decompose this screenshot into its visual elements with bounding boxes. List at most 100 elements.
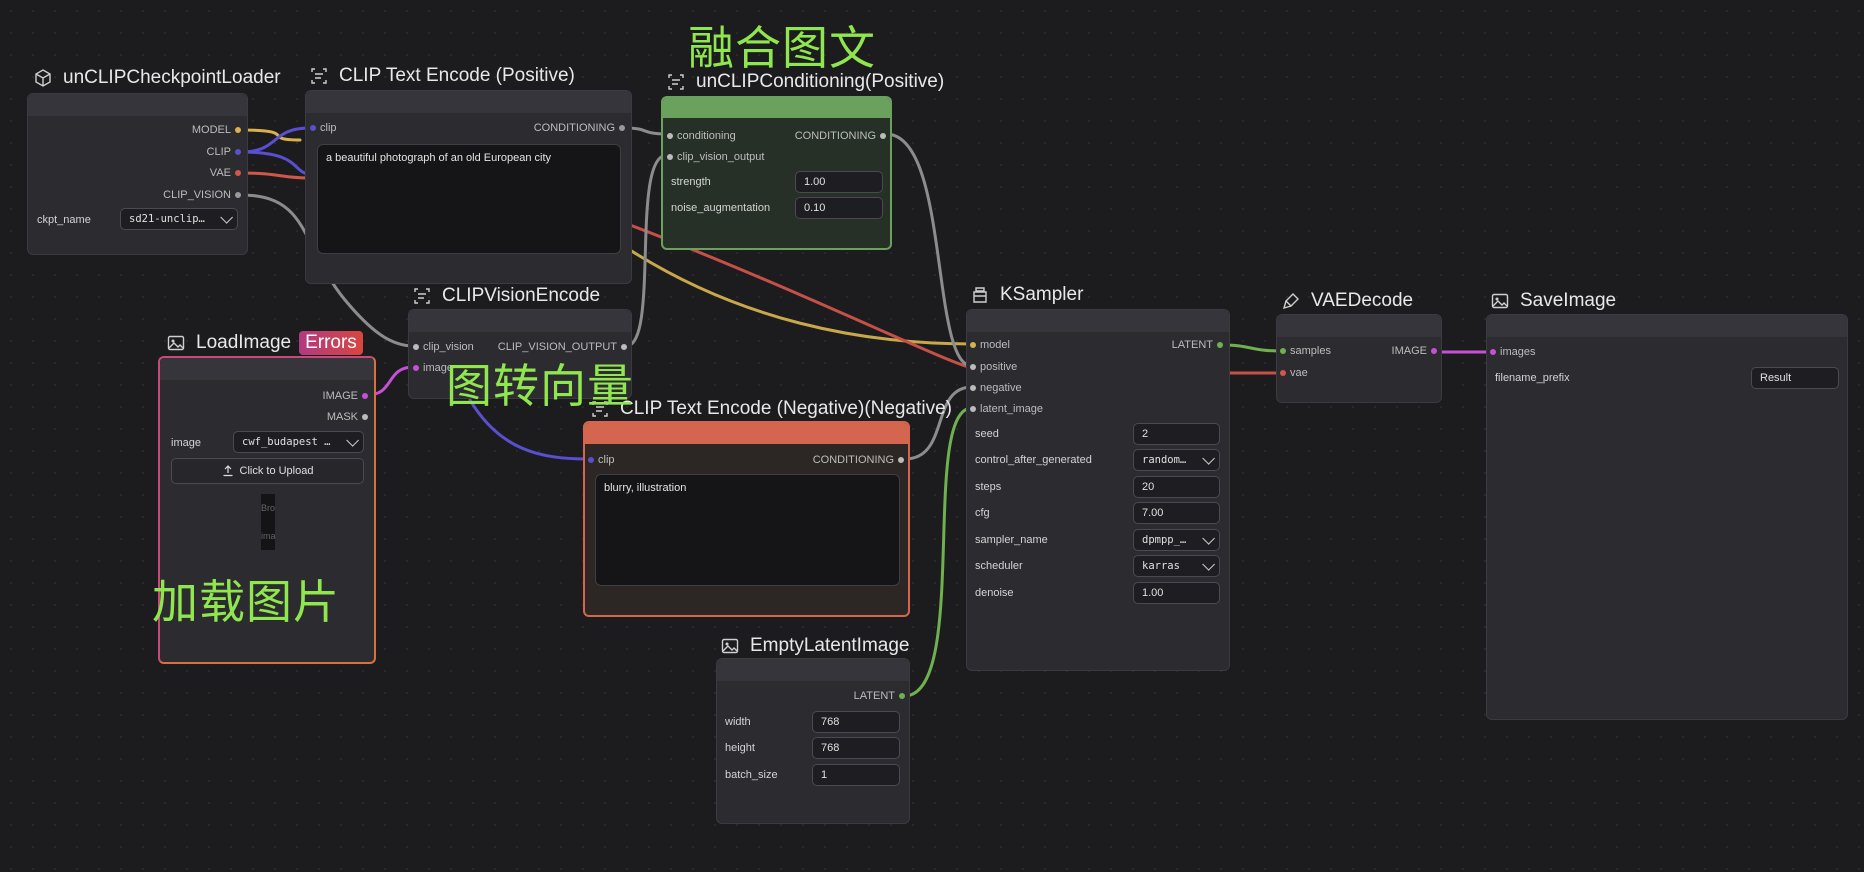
seed-input[interactable]: 2 <box>1133 423 1220 445</box>
scheduler-label: scheduler <box>975 560 1023 572</box>
height-label: height <box>725 742 755 754</box>
node-checkpoint-loader[interactable]: MODEL CLIP VAE CLIP_VISION ckpt_name sd2… <box>27 93 248 255</box>
node-title-text: SaveImage <box>1520 290 1617 311</box>
output-conditioning[interactable]: CONDITIONING <box>534 122 625 134</box>
input-positive[interactable]: positive <box>970 361 1017 373</box>
node-header <box>160 358 374 380</box>
node-clip-vision-encode[interactable]: clip_vision image CLIP_VISION_OUTPUT <box>408 309 632 399</box>
node-header <box>585 423 908 444</box>
output-conditioning[interactable]: CONDITIONING <box>813 454 904 466</box>
wire-cond-to-ksampler <box>884 132 974 368</box>
ckpt-name-select[interactable]: sd21-unclip… <box>120 208 238 230</box>
upload-icon <box>223 465 232 477</box>
node-title-save-image[interactable]: SaveImage <box>1490 290 1616 312</box>
output-image[interactable]: IMAGE <box>1392 345 1437 357</box>
sampler-name-select[interactable]: dpmpp_… <box>1133 529 1220 551</box>
image-select[interactable]: cwf_budapest … <box>233 431 364 453</box>
noise-augmentation-input[interactable]: 0.10 <box>795 197 883 219</box>
node-title-unclip-conditioning[interactable]: unCLIPConditioning(Positive) <box>666 71 944 93</box>
node-unclip-conditioning[interactable]: conditioning clip_vision_output CONDITIO… <box>661 96 892 250</box>
node-title-clip-vision-encode[interactable]: CLIPVisionEncode <box>412 285 600 307</box>
image-label: image <box>171 437 201 449</box>
output-latent[interactable]: LATENT <box>854 690 905 702</box>
node-title-clip-negative[interactable]: CLIP Text Encode (Negative)(Negative) <box>590 398 952 420</box>
output-conditioning[interactable]: CONDITIONING <box>795 130 886 142</box>
output-vae[interactable]: VAE <box>210 167 241 179</box>
node-header <box>717 659 909 681</box>
prompt-textarea[interactable]: blurry, illustration <box>595 474 900 586</box>
node-clip-negative[interactable]: clip CONDITIONING blurry, illustration <box>583 421 910 617</box>
wire-clip-pos <box>239 126 312 154</box>
node-title-text: CLIP Text Encode (Positive) <box>339 65 575 86</box>
output-latent[interactable]: LATENT <box>1172 339 1223 351</box>
chevron-down-icon <box>220 210 233 224</box>
denoise-input[interactable]: 1.00 <box>1133 582 1220 604</box>
node-clip-positive[interactable]: clip CONDITIONING a beautiful photograph… <box>305 90 632 284</box>
input-images[interactable]: images <box>1490 346 1535 358</box>
input-image[interactable]: image <box>413 362 453 374</box>
filename-prefix-label: filename_prefix <box>1495 372 1570 384</box>
node-vae-decode[interactable]: samples vae IMAGE <box>1276 314 1442 403</box>
text-encode-icon <box>414 288 430 304</box>
node-title-load-image[interactable]: LoadImage Errors <box>166 331 363 355</box>
annotation-load: 加载图片 <box>152 576 340 628</box>
input-latent-image[interactable]: latent_image <box>970 403 1043 415</box>
input-clip[interactable]: clip <box>310 122 337 134</box>
output-image[interactable]: IMAGE <box>323 390 368 402</box>
input-clip-vision-output[interactable]: clip_vision_output <box>667 151 764 163</box>
node-title-text: CLIP Text Encode (Negative)(Negative) <box>620 398 952 419</box>
control-after-generated-select[interactable]: random… <box>1133 449 1220 471</box>
input-vae[interactable]: vae <box>1280 367 1308 379</box>
output-mask[interactable]: MASK <box>327 411 368 423</box>
node-title-text: EmptyLatentImage <box>750 635 910 656</box>
input-samples[interactable]: samples <box>1280 345 1331 357</box>
node-load-image[interactable]: IMAGE MASK image cwf_budapest … Click to… <box>158 356 376 664</box>
node-empty-latent[interactable]: LATENT width 768 height 768 batch_size 1 <box>716 658 910 824</box>
node-title-text: VAEDecode <box>1311 290 1414 311</box>
node-title-empty-latent[interactable]: EmptyLatentImage <box>720 635 909 657</box>
cfg-input[interactable]: 7.00 <box>1133 502 1220 524</box>
node-save-image[interactable]: images filename_prefix Result <box>1486 314 1848 720</box>
input-model[interactable]: model <box>970 339 1010 351</box>
errors-badge[interactable]: Errors <box>299 331 363 355</box>
steps-input[interactable]: 20 <box>1133 476 1220 498</box>
upload-button[interactable]: Click to Upload <box>171 458 364 484</box>
node-header <box>1487 315 1847 337</box>
width-input[interactable]: 768 <box>812 711 900 733</box>
chevron-down-icon <box>346 433 359 447</box>
steps-label: steps <box>975 481 1002 493</box>
input-conditioning[interactable]: conditioning <box>667 130 736 142</box>
input-clip-vision[interactable]: clip_vision <box>413 341 474 353</box>
node-title-text: CLIPVisionEncode <box>442 285 601 306</box>
strength-label: strength <box>671 176 711 188</box>
ckpt-name-label: ckpt_name <box>37 214 91 226</box>
brush-icon <box>1282 293 1299 310</box>
wire-vae <box>239 171 312 180</box>
wire-model-long <box>628 248 974 346</box>
strength-input[interactable]: 1.00 <box>795 171 883 193</box>
node-header <box>967 310 1229 332</box>
node-ksampler[interactable]: model positive negative latent_image LAT… <box>966 309 1230 671</box>
scheduler-select[interactable]: karras <box>1133 555 1220 577</box>
output-clip-vision[interactable]: CLIP_VISION <box>163 189 241 201</box>
node-title-checkpoint-loader[interactable]: unCLIPCheckpointLoader <box>33 67 281 89</box>
image-icon <box>1491 293 1509 309</box>
height-input[interactable]: 768 <box>812 737 900 759</box>
input-clip[interactable]: clip <box>588 454 615 466</box>
sampler-name-label: sampler_name <box>975 534 1048 546</box>
denoise-label: denoise <box>975 587 1014 599</box>
sampler-icon <box>973 287 987 303</box>
chevron-down-icon <box>1202 531 1215 545</box>
output-model[interactable]: MODEL <box>192 124 241 136</box>
node-title-vae-decode[interactable]: VAEDecode <box>1281 290 1413 312</box>
output-clip[interactable]: CLIP <box>207 146 241 158</box>
output-clip-vision-output[interactable]: CLIP_VISION_OUTPUT <box>498 341 627 353</box>
filename-prefix-input[interactable]: Result <box>1751 367 1839 389</box>
prompt-textarea[interactable]: a beautiful photograph of an old Europea… <box>317 144 621 254</box>
node-title-ksampler[interactable]: KSampler <box>970 284 1083 306</box>
input-negative[interactable]: negative <box>970 382 1022 394</box>
node-title-clip-positive[interactable]: CLIP Text Encode (Positive) <box>309 65 575 87</box>
wire-latent-out <box>1222 343 1284 353</box>
batch-size-input[interactable]: 1 <box>812 764 900 786</box>
wire-latent-empty <box>902 406 974 698</box>
